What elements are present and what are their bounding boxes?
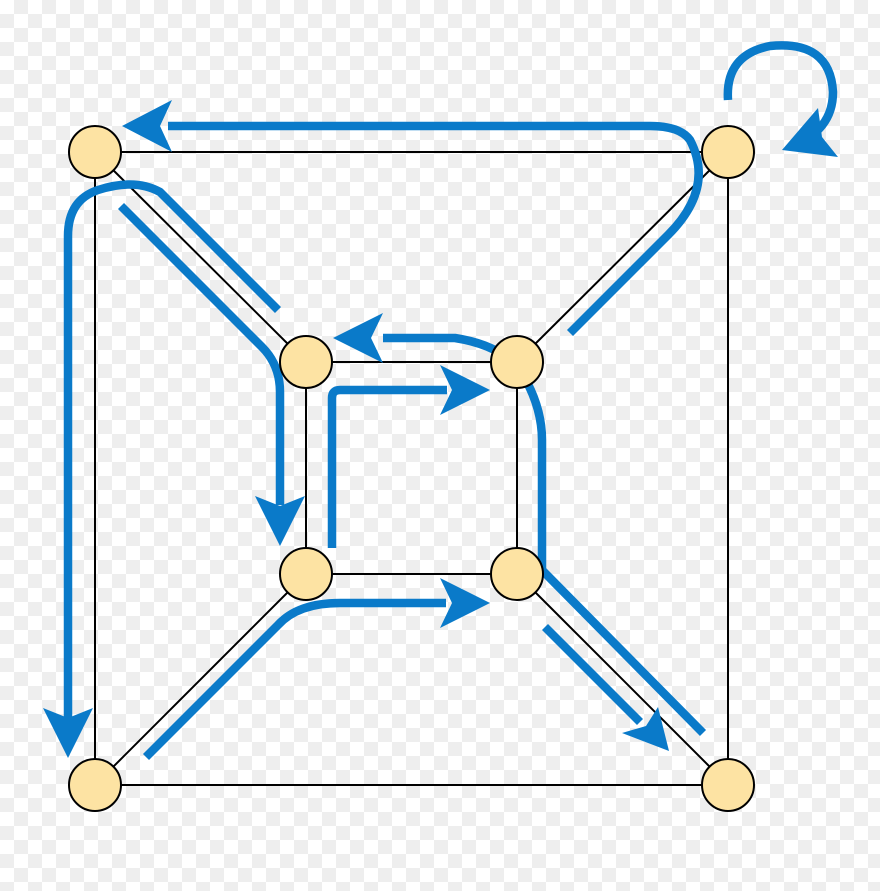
graph-vertices xyxy=(68,125,755,812)
vertex-outer-bottom-left xyxy=(68,758,122,812)
vertex-outer-top-right xyxy=(701,125,755,179)
vertex-inner-bottom-right xyxy=(490,547,544,601)
arrow-icon xyxy=(43,708,93,758)
walk-segment-inner-square-up-right xyxy=(327,385,447,548)
arrow-icon xyxy=(440,365,490,415)
self-loop-arrow-icon xyxy=(782,108,838,157)
walk-segment-inner-bottom-right-down xyxy=(538,567,707,736)
walk-segment-bottom-left-to-inner xyxy=(142,598,446,761)
arrow-icon xyxy=(440,578,490,628)
vertex-inner-top-left xyxy=(279,335,333,389)
walk-segment-top-right-to-top-left xyxy=(168,121,703,337)
arrow-icon xyxy=(255,496,305,546)
self-loop-arc xyxy=(723,41,838,134)
walk-segment-parallel-down-right xyxy=(541,623,644,726)
vertex-inner-top-right xyxy=(490,335,544,389)
walk-arrowheads xyxy=(43,100,838,758)
graph-edges xyxy=(94,151,729,786)
vertex-outer-top-left xyxy=(68,125,122,179)
vertex-inner-bottom-left xyxy=(279,547,333,601)
arrow-icon xyxy=(122,100,172,152)
arrow-icon xyxy=(622,707,669,751)
walk-paths xyxy=(63,41,838,761)
walk-segment-diagonal-into-inner-left xyxy=(117,202,285,505)
edge-spoke-bottom-right xyxy=(516,573,729,786)
edge-spoke-bottom-left xyxy=(94,573,307,786)
walk-segment-top-left-down-left-side xyxy=(63,180,282,718)
vertex-outer-bottom-right xyxy=(701,758,755,812)
arrow-icon xyxy=(333,313,383,363)
